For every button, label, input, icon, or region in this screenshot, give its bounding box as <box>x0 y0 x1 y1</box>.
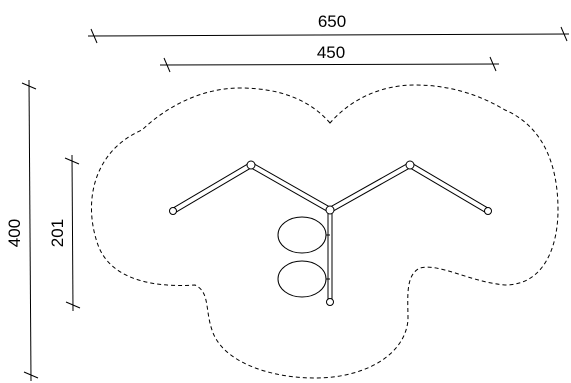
dim-tick <box>489 56 497 72</box>
arm-right-inner <box>328 162 412 213</box>
dim-label-overall-width: 650 <box>318 12 346 31</box>
dimension-overall-height: 400 <box>5 79 39 382</box>
dim-tick <box>163 57 171 73</box>
arm-left-inner <box>249 162 332 213</box>
dimension-overall-width: 650 <box>87 12 570 44</box>
arm-left-outer <box>171 162 253 214</box>
dimension-inner-width: 450 <box>159 43 500 73</box>
dim-tick <box>65 301 81 309</box>
equipment <box>169 160 492 306</box>
joint-right-peak <box>405 160 415 170</box>
dim-tick <box>23 371 39 379</box>
joint-center <box>325 205 335 215</box>
dim-label-inner-width: 450 <box>317 43 345 62</box>
dim-tick <box>21 82 37 90</box>
dim-label-overall-height: 400 <box>5 219 24 247</box>
joint-left-peak <box>246 160 256 170</box>
dim-tick <box>560 26 568 42</box>
dimension-inner-height: 201 <box>48 154 81 312</box>
dim-label-inner-height: 201 <box>48 219 67 247</box>
seat-lower <box>277 260 330 298</box>
seat-upper <box>277 216 330 254</box>
dim-tick <box>90 28 98 44</box>
joint-left-end <box>169 207 177 215</box>
joint-post-base <box>326 298 334 306</box>
arm-right-outer <box>408 162 490 214</box>
joint-right-end <box>484 207 492 215</box>
dim-tick <box>64 157 80 165</box>
